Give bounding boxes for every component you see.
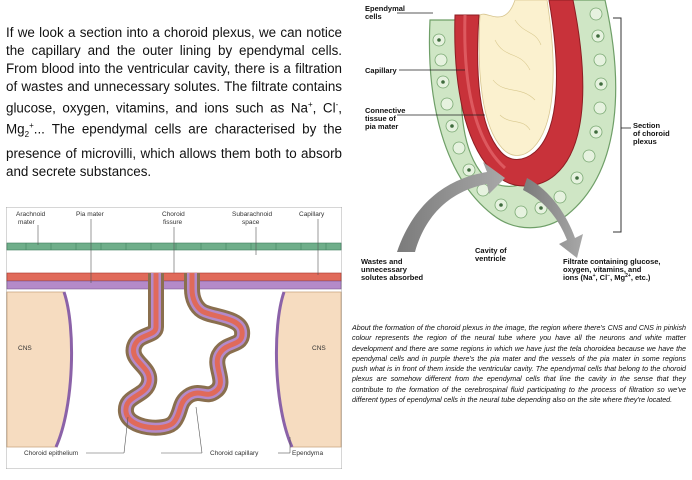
connective-tissue xyxy=(478,0,554,156)
cns-right-region xyxy=(276,291,342,448)
intro-sup-mg: + xyxy=(29,121,34,131)
label-ependyma: Ependyma xyxy=(292,450,323,457)
wastes-arrow xyxy=(397,162,505,252)
label-choroid-epithelium: Choroid epithelium xyxy=(24,450,78,457)
pia-vessel-band xyxy=(6,272,342,282)
leader-lines xyxy=(397,12,631,129)
label-cns-right: CNS xyxy=(312,345,326,352)
ependyma-right xyxy=(274,291,294,448)
capillary-highlight xyxy=(463,14,506,170)
label-filtrate: Filtrate containing glucose,oxygen, vita… xyxy=(563,257,661,282)
intro-paragraph: If we look a section into a choroid plex… xyxy=(6,24,342,181)
intro-text-3: , Mg xyxy=(6,100,342,137)
section-bracket xyxy=(613,17,622,233)
pia-layer xyxy=(6,280,342,290)
label-choroid-capillary: Choroid capillary xyxy=(210,450,259,457)
figure-caption: About the formation of the choroid plexu… xyxy=(352,324,686,405)
intro-text-4: ... The ependymal cells are characterise… xyxy=(6,121,342,179)
intro-sup-cl: - xyxy=(335,100,339,109)
label-cns-left: CNS xyxy=(18,345,32,352)
cross-leader-lines xyxy=(37,219,319,454)
arachnoid-cells xyxy=(25,243,327,250)
filtrate-arrow xyxy=(523,178,583,258)
label-pia: Pia mater xyxy=(76,211,105,218)
label-capillary: Capillary xyxy=(365,66,398,75)
intro-sub-mg: 2 xyxy=(24,130,30,140)
label-capillary-cross: Capillary xyxy=(299,211,325,218)
ependyma-left xyxy=(54,291,74,448)
intro-text-1: If we look a section into a choroid plex… xyxy=(6,25,342,116)
connective-fibers xyxy=(492,19,542,131)
cns-left-region xyxy=(6,291,72,448)
intro-sup-na: + xyxy=(307,100,313,109)
choroid-capillary-fold xyxy=(123,273,245,431)
cell-nuclei xyxy=(437,34,603,210)
intro-text-2: , Cl xyxy=(312,100,336,116)
